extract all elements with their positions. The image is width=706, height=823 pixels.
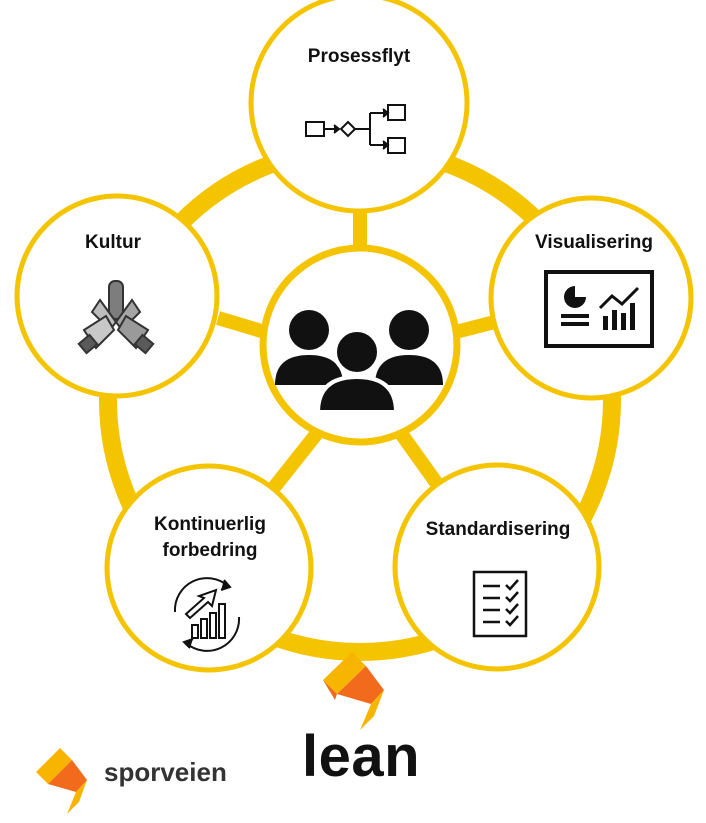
node-circle (488, 195, 694, 401)
s-logo-icon (36, 748, 87, 814)
node-circle (104, 463, 314, 673)
node-circle (248, 0, 470, 214)
node-label: forbedring (163, 540, 258, 561)
sporveien-wordmark: sporveien (104, 757, 227, 787)
lean-wordmark: lean (302, 724, 421, 789)
node-standardisering: Standardisering (392, 462, 602, 672)
node-visualisering: Visualisering (488, 195, 694, 401)
checklist-icon (472, 570, 528, 638)
node-label: Prosessflyt (308, 46, 411, 67)
node-circle (392, 462, 602, 672)
center-node (259, 244, 461, 446)
growth-cycle-icon (173, 577, 241, 652)
node-label: Visualisering (535, 232, 653, 253)
node-label: Standardisering (426, 519, 571, 540)
group-of-people-icon (275, 310, 443, 414)
spoke (266, 427, 324, 495)
node-label: Kultur (85, 232, 142, 253)
process-flow-icon (305, 104, 406, 154)
node-prosessflyt: Prosessflyt (248, 0, 470, 214)
stacked-hands-icon (77, 280, 155, 355)
s-logo-icon (323, 652, 384, 730)
node-kultur: Kultur (14, 193, 220, 399)
node-label: Kontinuerlig (154, 514, 266, 535)
dashboard-chart-icon (544, 270, 654, 348)
node-kontinuerlig-forbedring: Kontinuerlig forbedring (104, 463, 314, 673)
spoke (215, 311, 271, 340)
